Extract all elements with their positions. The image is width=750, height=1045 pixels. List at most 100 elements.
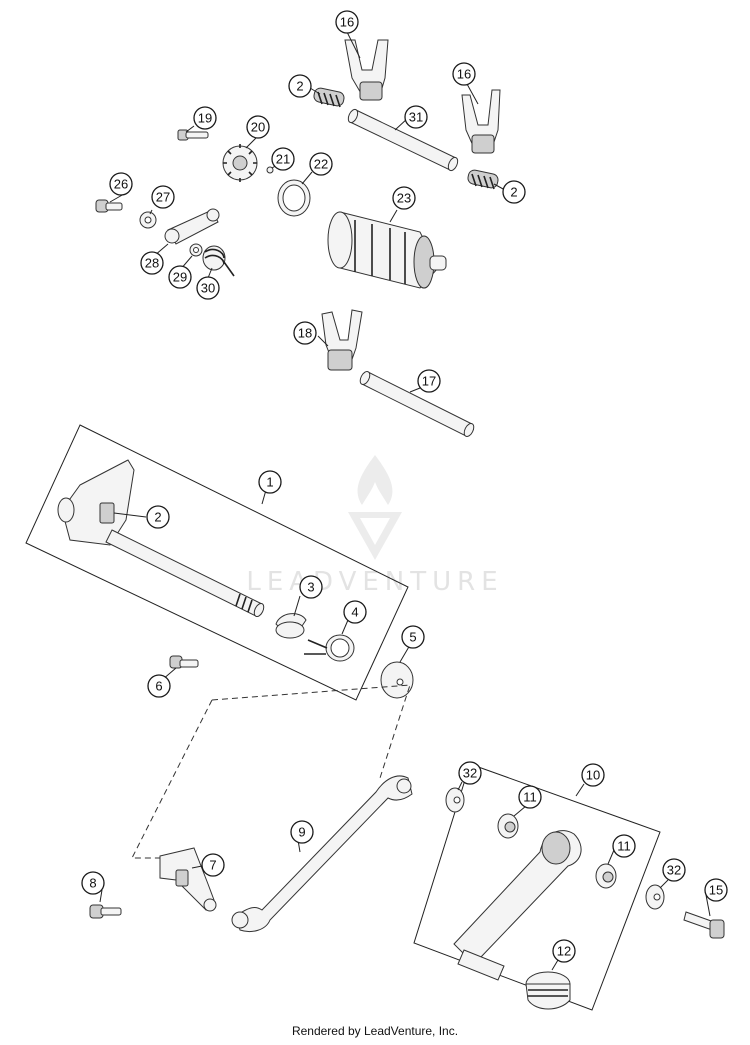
callout-5: 5 [401,625,425,649]
pin-21 [266,166,274,174]
callout-10: 10 [581,763,605,787]
watermark-v-icon [348,512,402,560]
svg-text:31: 31 [409,110,423,125]
washer-5 [380,661,414,699]
svg-text:17: 17 [422,374,436,389]
washer-32-right [645,884,665,910]
callout-2-top: 2 [288,74,312,98]
shift-clamp-7 [159,847,217,912]
svg-text:26: 26 [114,177,128,192]
washer-29 [189,243,203,257]
svg-text:20: 20 [251,120,265,135]
callout-9: 9 [290,820,314,844]
footer-credit: Rendered by LeadVenture, Inc. [291,1024,459,1038]
callout-31: 31 [404,105,428,129]
shift-lever-10 [453,830,582,981]
washer-27 [139,211,157,229]
callout-26: 26 [109,172,133,196]
bolt-19 [177,129,209,141]
callout-2-shaft: 2 [146,505,170,529]
return-spring-4 [304,634,355,662]
callout-20: 20 [246,115,270,139]
callout-22: 22 [309,152,333,176]
callout-18: 18 [293,321,317,345]
callout-6: 6 [147,674,171,698]
svg-text:8: 8 [89,876,96,891]
ring-22 [277,179,311,217]
svg-text:9: 9 [298,825,305,840]
svg-text:1: 1 [266,475,273,490]
lever-28 [164,208,220,245]
bearing-11-left [497,813,519,839]
watermark-flame-icon [357,455,393,505]
svg-text:10: 10 [586,768,600,783]
leader-lines [99,31,711,971]
callout-11-right: 11 [612,834,636,858]
callout-30: 30 [196,276,220,300]
callout-19: 19 [193,106,217,130]
shift-fork-18 [321,309,363,371]
svg-text:27: 27 [156,190,170,205]
shift-drum-star-20 [222,144,258,182]
svg-text:32: 32 [667,863,681,878]
svg-text:22: 22 [314,157,328,172]
callout-15: 15 [704,878,728,902]
callout-27: 27 [151,185,175,209]
washer-32-left [445,787,465,813]
bearing-11-right [595,863,617,889]
assembly-line-dashed [131,684,411,859]
callout-3: 3 [299,575,323,599]
svg-text:2: 2 [154,510,161,525]
callout-17: 17 [417,369,441,393]
shift-shaft-1 [57,459,265,618]
callout-16-right: 16 [452,62,476,86]
callout-8: 8 [81,871,105,895]
spring-top [313,87,345,108]
svg-text:3: 3 [307,580,314,595]
shift-linkage-rod-9 [231,775,413,933]
svg-text:23: 23 [397,191,411,206]
shift-drum-23 [327,211,447,289]
callout-7: 7 [201,853,225,877]
watermark-text: LEADVENTURE [246,567,503,597]
callout-1: 1 [258,470,282,494]
svg-text:16: 16 [340,15,354,30]
svg-text:7: 7 [209,858,216,873]
svg-text:12: 12 [557,944,571,959]
shift-fork-top [344,39,389,101]
lever-rubber-12 [525,971,571,1010]
svg-text:2: 2 [296,79,303,94]
svg-text:28: 28 [145,256,159,271]
svg-text:29: 29 [173,270,187,285]
shift-rod-31 [347,108,459,172]
svg-text:18: 18 [298,326,312,341]
svg-text:21: 21 [276,152,290,167]
callout-21: 21 [271,147,295,171]
callout-11-left: 11 [518,785,542,809]
svg-text:11: 11 [617,839,631,854]
shift-rod-17 [359,371,475,437]
spring-right [467,169,499,190]
callout-23: 23 [392,186,416,210]
bolt-8 [89,904,122,919]
callout-32-left: 32 [458,761,482,785]
group-box-shift-lever [413,763,661,1011]
callout-32-right: 32 [662,858,686,882]
svg-text:16: 16 [457,67,471,82]
circlip-3 [275,613,307,639]
svg-text:4: 4 [351,605,358,620]
callout-29: 29 [168,265,192,289]
svg-text:5: 5 [409,630,416,645]
svg-text:30: 30 [201,281,215,296]
callout-12: 12 [552,939,576,963]
svg-text:2: 2 [510,185,517,200]
bolt-15 [683,911,725,939]
callout-16-top: 16 [335,10,359,34]
group-box-shift-shaft [25,424,409,701]
callout-2-right: 2 [502,180,526,204]
callout-4: 4 [343,600,367,624]
bolt-26 [95,199,123,213]
svg-text:32: 32 [463,766,477,781]
svg-text:15: 15 [709,883,723,898]
